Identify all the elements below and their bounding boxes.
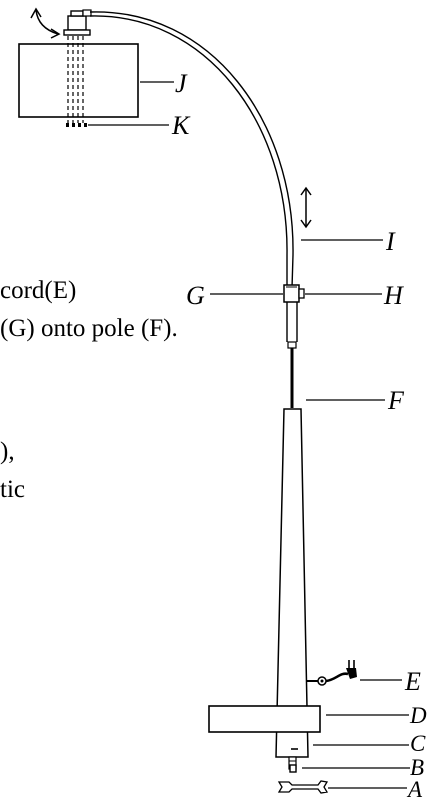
double-arrow-icon [300,186,312,229]
middle-pole [286,302,298,408]
label-B: B [410,755,424,780]
lamp-base [208,705,321,733]
curved-arrow-icon [30,7,61,39]
label-J: J [175,69,188,98]
tapered-pole [275,408,309,770]
arc-pole [89,11,294,289]
label-H: H [383,281,404,310]
bulb-screw-marks [66,123,87,127]
plug-icon [346,660,357,679]
label-K: K [171,111,191,140]
instruction-line-3: ), [0,438,15,465]
lamp-socket [63,9,92,36]
wrench-icon [277,780,329,794]
label-I: I [385,227,396,256]
leader-lines [88,81,410,789]
instruction-line-2: (G) onto pole (F). [0,315,178,342]
label-C: C [410,731,426,756]
instruction-line-4: tic [0,476,25,503]
label-E: E [404,667,421,696]
label-F: F [387,386,405,415]
label-G: G [186,281,205,310]
label-A: A [406,777,423,799]
shade-dashed-lines [67,36,84,123]
pole-connector [283,284,305,303]
nut-part [289,764,297,773]
instruction-line-1: cord(E) [0,277,76,304]
power-cord [307,672,349,686]
label-D: D [409,703,427,728]
